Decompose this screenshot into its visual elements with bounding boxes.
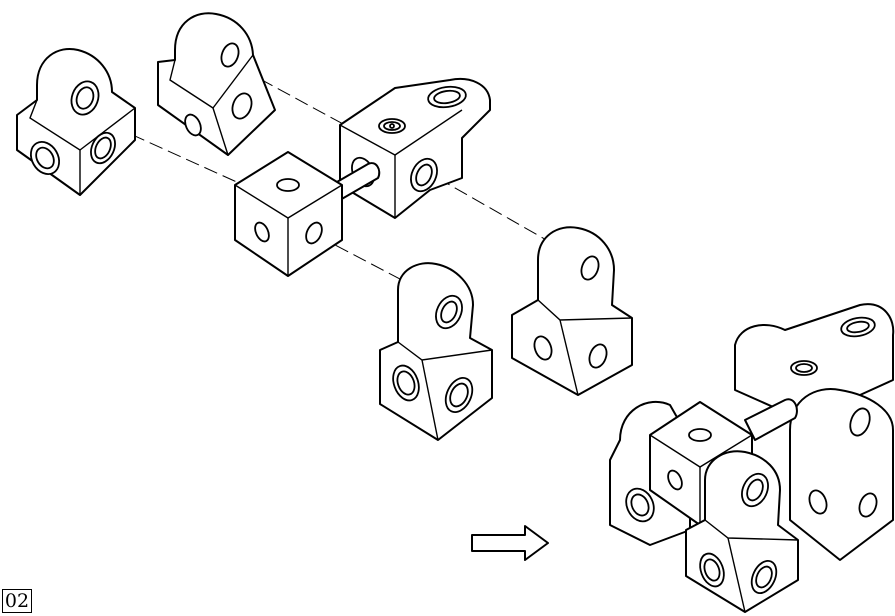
center-block-with-arm	[329, 78, 491, 219]
l-bracket-bottom-middle	[379, 262, 493, 441]
l-bracket-left	[16, 47, 136, 196]
l-bracket-right	[511, 226, 633, 396]
figure-number-label: 02	[2, 589, 32, 613]
l-bracket-top	[157, 12, 276, 156]
assembled-unit	[609, 303, 895, 613]
small-cube	[234, 151, 343, 277]
right-arrow-icon	[471, 525, 549, 561]
